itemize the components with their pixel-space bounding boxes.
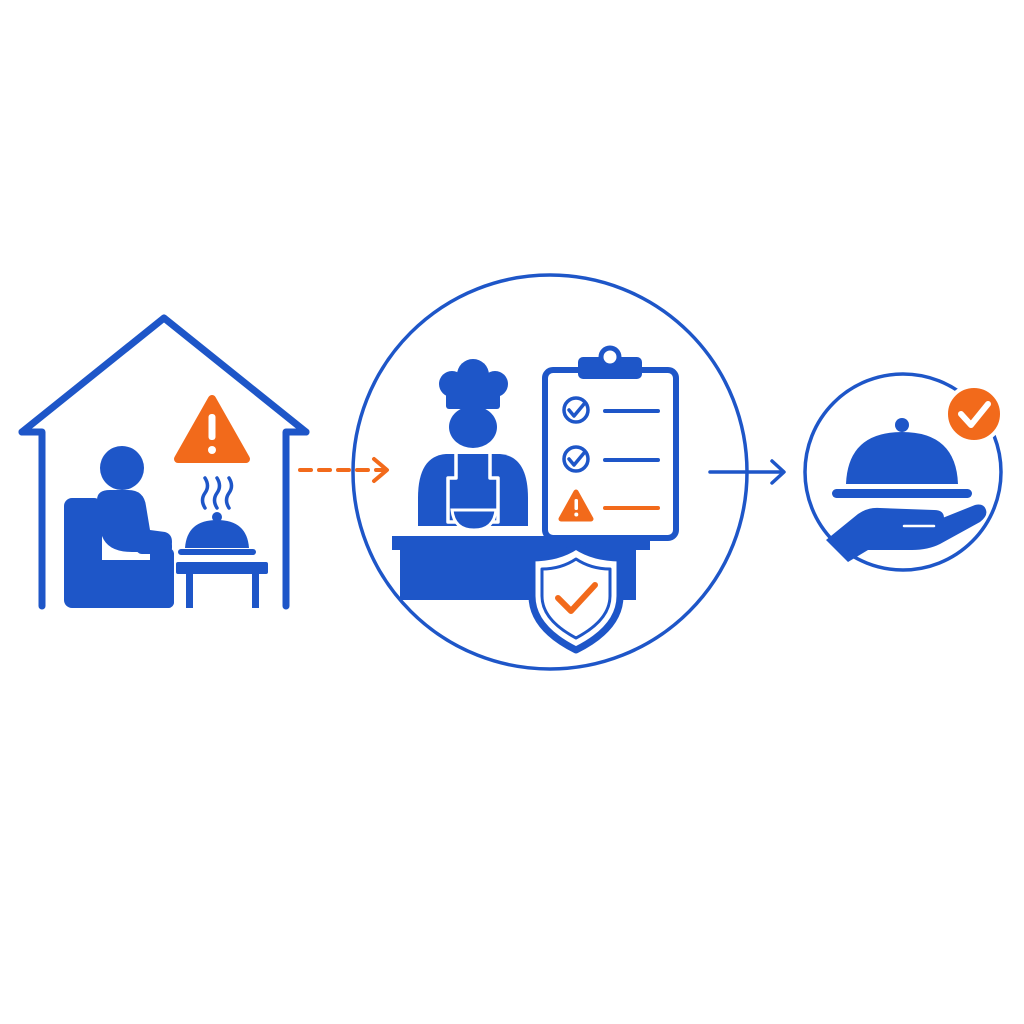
steam-icon xyxy=(200,476,234,510)
home-stage xyxy=(18,314,310,610)
steaming-cloche-icon xyxy=(178,512,256,555)
checklist-item-1 xyxy=(562,396,660,424)
checklist-item-3 xyxy=(558,489,660,522)
check-circle-icon xyxy=(562,445,590,473)
check-badge-icon xyxy=(944,384,1004,444)
delivery-stage xyxy=(803,372,1004,572)
house-icon xyxy=(18,314,310,610)
warning-icon xyxy=(174,395,250,463)
checklist-item-2 xyxy=(562,445,660,473)
chef-icon xyxy=(418,359,528,532)
check-circle-icon xyxy=(562,396,590,424)
warning-icon xyxy=(558,489,594,522)
delivery-circle xyxy=(803,372,1003,572)
solid-arrow-connector xyxy=(708,459,786,485)
kitchen-stage xyxy=(351,273,749,671)
cloche-icon xyxy=(832,418,972,498)
checklist-clipboard-icon xyxy=(542,345,679,541)
armchair-icon xyxy=(64,498,174,608)
side-table-icon xyxy=(176,562,268,608)
open-hand-icon xyxy=(826,504,987,562)
shield-check-icon xyxy=(528,542,624,654)
person-seated-icon xyxy=(97,446,172,554)
dashed-arrow-connector xyxy=(298,457,389,483)
